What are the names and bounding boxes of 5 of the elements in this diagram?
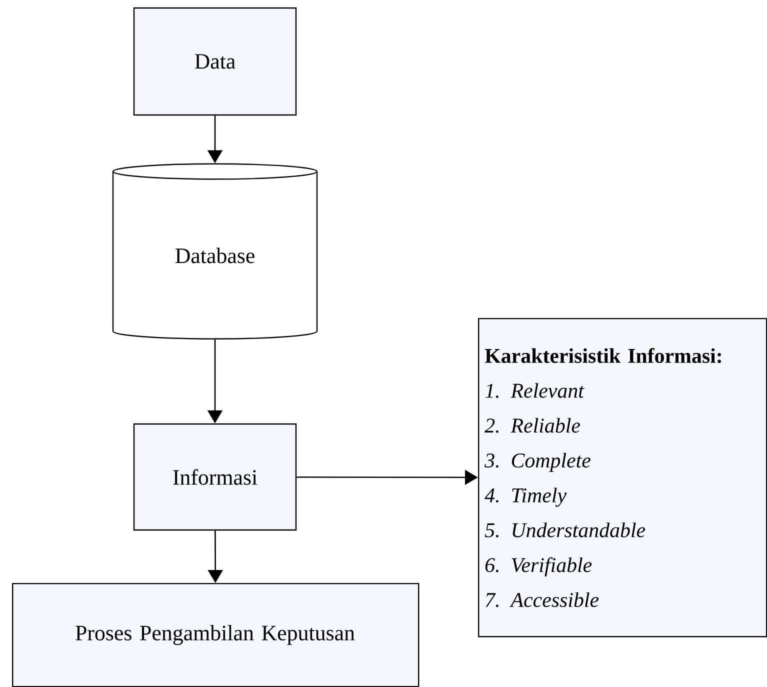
process-box: Data <box>133 7 297 116</box>
process-box: Proses Pengambilan Keputusan <box>12 582 420 687</box>
list-box: Karakterisistik Informasi: 1. Relevant 2. Reliable 3. Complete 4. Timely 5. Understandable 6. Verifiable 7. Accessible <box>478 318 767 638</box>
process-box: Informasi <box>133 423 297 531</box>
database-cylinder: Database <box>112 163 318 340</box>
